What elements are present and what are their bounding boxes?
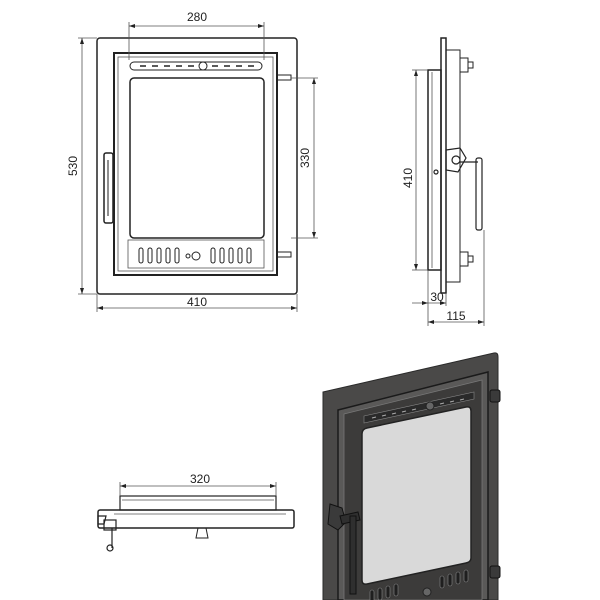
perspective-top-slider xyxy=(363,391,475,424)
perspective-view xyxy=(322,352,501,600)
dim-410-width: 410 xyxy=(96,294,298,312)
front-glass xyxy=(129,77,265,239)
dim-30: 30 xyxy=(412,270,447,306)
bottom-vent-slots xyxy=(138,247,252,264)
perspective-bottom-vents xyxy=(369,569,469,600)
top-air-slider xyxy=(129,61,263,71)
front-hinge-bottom xyxy=(276,251,292,258)
side-door-body xyxy=(427,69,442,271)
dim-410-width-label: 410 xyxy=(187,295,207,309)
dim-320: 320 xyxy=(119,472,277,496)
top-door-body xyxy=(119,495,277,511)
front-hinge-top xyxy=(276,74,292,81)
dim-410-height-label: 410 xyxy=(401,168,415,188)
dim-280: 280 xyxy=(128,10,265,60)
side-hinge-bottom xyxy=(459,251,474,267)
front-handle xyxy=(103,152,114,224)
top-slider-knob xyxy=(198,61,208,71)
front-door-inner xyxy=(117,56,274,272)
front-view: 280 530 330 410 xyxy=(66,10,318,312)
dim-330-label: 330 xyxy=(298,148,312,168)
bottom-knob xyxy=(191,251,201,261)
top-foot xyxy=(195,527,209,539)
top-view: 320 xyxy=(97,472,295,552)
dim-30-label: 30 xyxy=(430,290,444,304)
dim-330: 330 xyxy=(291,77,318,239)
dim-280-label: 280 xyxy=(187,10,207,24)
perspective-top-knob xyxy=(425,401,435,411)
dim-115-label: 115 xyxy=(446,309,465,323)
dim-115: 115 xyxy=(427,230,485,326)
dim-320-label: 320 xyxy=(190,472,210,486)
dim-530: 530 xyxy=(66,37,97,295)
top-handle xyxy=(97,515,117,552)
perspective-hinge-top xyxy=(489,389,501,403)
bottom-knob-dot xyxy=(185,253,191,259)
bottom-vent-panel xyxy=(127,239,265,269)
side-view: 410 30 115 xyxy=(401,37,485,326)
front-outer-plate xyxy=(96,37,298,295)
dim-530-label: 530 xyxy=(66,156,80,176)
side-handle xyxy=(433,147,483,231)
perspective-handle xyxy=(327,503,361,595)
dim-410-height: 410 xyxy=(401,69,428,271)
perspective-hinge-bottom xyxy=(489,565,501,579)
side-hinge-top xyxy=(459,57,474,73)
perspective-bottom-knob xyxy=(422,587,432,597)
front-door-frame xyxy=(113,52,278,276)
top-plate xyxy=(97,509,295,529)
perspective-glass xyxy=(361,406,472,585)
side-back-slab xyxy=(445,49,461,283)
